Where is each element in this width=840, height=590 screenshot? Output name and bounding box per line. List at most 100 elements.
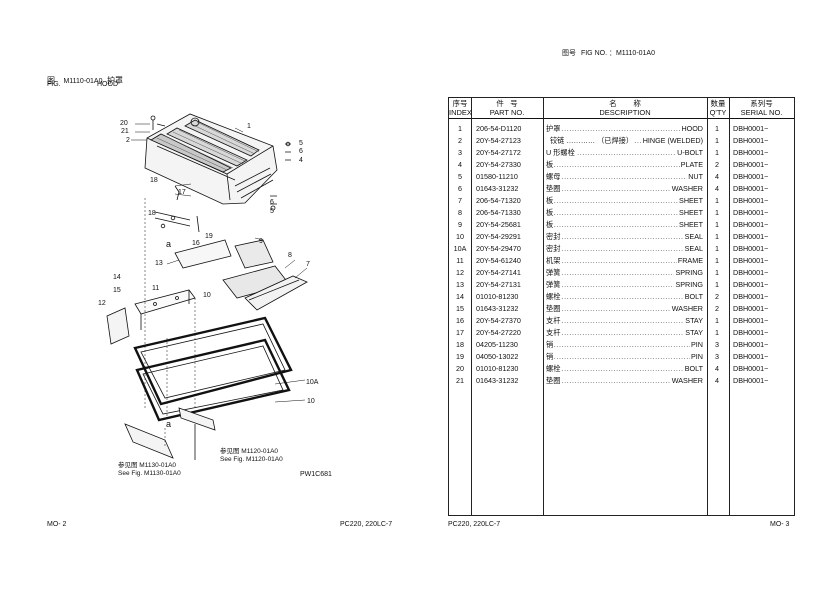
- row-part-number: 20Y-54-29470: [476, 244, 521, 253]
- row-description-cn: 垫圈: [546, 303, 562, 315]
- row-description-en: PLATE: [679, 159, 703, 171]
- callout-17: 17: [178, 189, 186, 196]
- fig-no-header: 图号 FIG NO. ：M1110-01A0: [562, 50, 655, 58]
- row-serial-number: DBH0001~: [733, 268, 769, 277]
- row-description-cn: 螺栓: [546, 363, 562, 375]
- row-quantity: 1: [715, 208, 719, 217]
- callout-11: 11: [152, 285, 160, 292]
- row-quantity: 2: [715, 304, 719, 313]
- column-header-index: 序号 INDEX: [449, 99, 472, 117]
- row-serial-number: DBH0001~: [733, 292, 769, 301]
- row-quantity: 1: [715, 256, 719, 265]
- row-serial-number: DBH0001~: [733, 280, 769, 289]
- row-index: 16: [456, 316, 464, 325]
- callout-a-lower: a: [166, 419, 172, 429]
- row-description-en: SPRING: [674, 279, 703, 291]
- row-quantity: 2: [715, 292, 719, 301]
- row-part-number: 01643-31232: [476, 304, 519, 313]
- row-serial-number: DBH0001~: [733, 160, 769, 169]
- row-description-en: STAY: [684, 315, 703, 327]
- row-part-number: 01010-81230: [476, 364, 519, 373]
- leader-dots: ........................................…: [546, 280, 703, 289]
- row-serial-number: DBH0001~: [733, 148, 769, 157]
- row-quantity: 3: [715, 340, 719, 349]
- leader-dots: ........................................…: [546, 328, 703, 337]
- row-serial-number: DBH0001~: [733, 304, 769, 313]
- row-description-en: HOOD: [680, 123, 703, 135]
- right-page-model: PC220, 220LC-7: [448, 521, 501, 528]
- row-index: 12: [456, 268, 464, 277]
- row-serial-number: DBH0001~: [733, 196, 769, 205]
- row-index: 21: [456, 376, 464, 385]
- row-part-number: 20Y-54-27141: [476, 268, 521, 277]
- row-part-number: 01643-31232: [476, 184, 519, 193]
- row-quantity: 4: [715, 172, 719, 181]
- row-index: 1: [458, 124, 462, 133]
- row-serial-number: DBH0001~: [733, 172, 769, 181]
- reference-en-m1120: See Fig. M1120-01A0: [220, 456, 283, 463]
- callout-8: 8: [288, 252, 292, 259]
- row-index: 3: [458, 148, 462, 157]
- row-description-cn: 垫圈: [546, 183, 562, 195]
- row-part-number: 20Y-54-25681: [476, 220, 521, 229]
- row-description-en: FRAME: [676, 255, 703, 267]
- row-index: 18: [456, 340, 464, 349]
- row-serial-number: DBH0001~: [733, 220, 769, 229]
- row-index: 11: [456, 256, 464, 265]
- row-description-en: SEAL: [683, 243, 703, 255]
- row-part-number: 01010-81230: [476, 292, 519, 301]
- row-quantity: 4: [715, 184, 719, 193]
- row-part-number: 01580-11210: [476, 172, 518, 181]
- row-index: 13: [456, 280, 464, 289]
- callout-9: 9: [259, 238, 263, 245]
- leader-dots: ........................................…: [546, 316, 703, 325]
- row-description-cn: 板: [546, 159, 555, 171]
- row-quantity: 1: [715, 280, 719, 289]
- hood-drawing: [144, 113, 278, 205]
- row-serial-number: DBH0001~: [733, 340, 769, 349]
- leader-dots: ........................................…: [546, 184, 703, 193]
- row-description-cn: 支杆: [546, 327, 562, 339]
- row-quantity: 1: [715, 220, 719, 229]
- leader-dots: ........................................…: [546, 196, 703, 205]
- row-serial-number: DBH0001~: [733, 352, 769, 361]
- callout-10: 10: [307, 398, 315, 405]
- leader-dots: ........................................…: [546, 160, 703, 169]
- reference-cn-m1130: 参见图 M1130-01A0: [118, 462, 177, 469]
- leader-dots: ........................................…: [546, 220, 703, 229]
- callout-6: 6: [299, 148, 303, 155]
- row-part-number: 20Y-54-27330: [476, 160, 521, 169]
- row-description-cn: 销: [546, 339, 555, 351]
- row-description-en: WASHER: [670, 375, 703, 387]
- callout-21: 21: [121, 128, 129, 135]
- figure-number: M1110-01A0: [63, 78, 103, 85]
- drawing-number: PW1C681: [300, 471, 332, 478]
- row-description-cn: 螺母: [546, 171, 562, 183]
- row-serial-number: DBH0001~: [733, 376, 769, 385]
- row-index: 7: [458, 196, 462, 205]
- callout-5: 5: [299, 140, 303, 147]
- row-description-en: WASHER: [670, 303, 703, 315]
- row-description-en: BOLT: [683, 363, 703, 375]
- row-part-number: 20Y-54-27220: [476, 328, 521, 337]
- row-index: 2: [458, 136, 462, 145]
- row-part-number: 20Y-54-61240: [476, 256, 521, 265]
- leader-dots: ........................................…: [546, 292, 703, 301]
- leader-dots: ........................................…: [546, 148, 703, 157]
- row-description-en: SHEET: [678, 219, 703, 231]
- row-index: 4: [458, 160, 462, 169]
- leader-dots: ........................................…: [546, 124, 703, 133]
- row-description-cn: 机架: [546, 255, 562, 267]
- right-page-number: MO- 3: [770, 521, 790, 528]
- row-description-cn: 护罩: [546, 123, 562, 135]
- row-serial-number: DBH0001~: [733, 136, 769, 145]
- callout-19: 19: [205, 233, 213, 240]
- callout-12: 12: [98, 300, 106, 307]
- parts-list-table: 序号 INDEX 件 号 PART NO. 名 称 DESCRIPTION 数量…: [448, 97, 795, 516]
- row-description-cn: U 形螺栓: [546, 147, 576, 159]
- callout-18: 18: [150, 177, 158, 184]
